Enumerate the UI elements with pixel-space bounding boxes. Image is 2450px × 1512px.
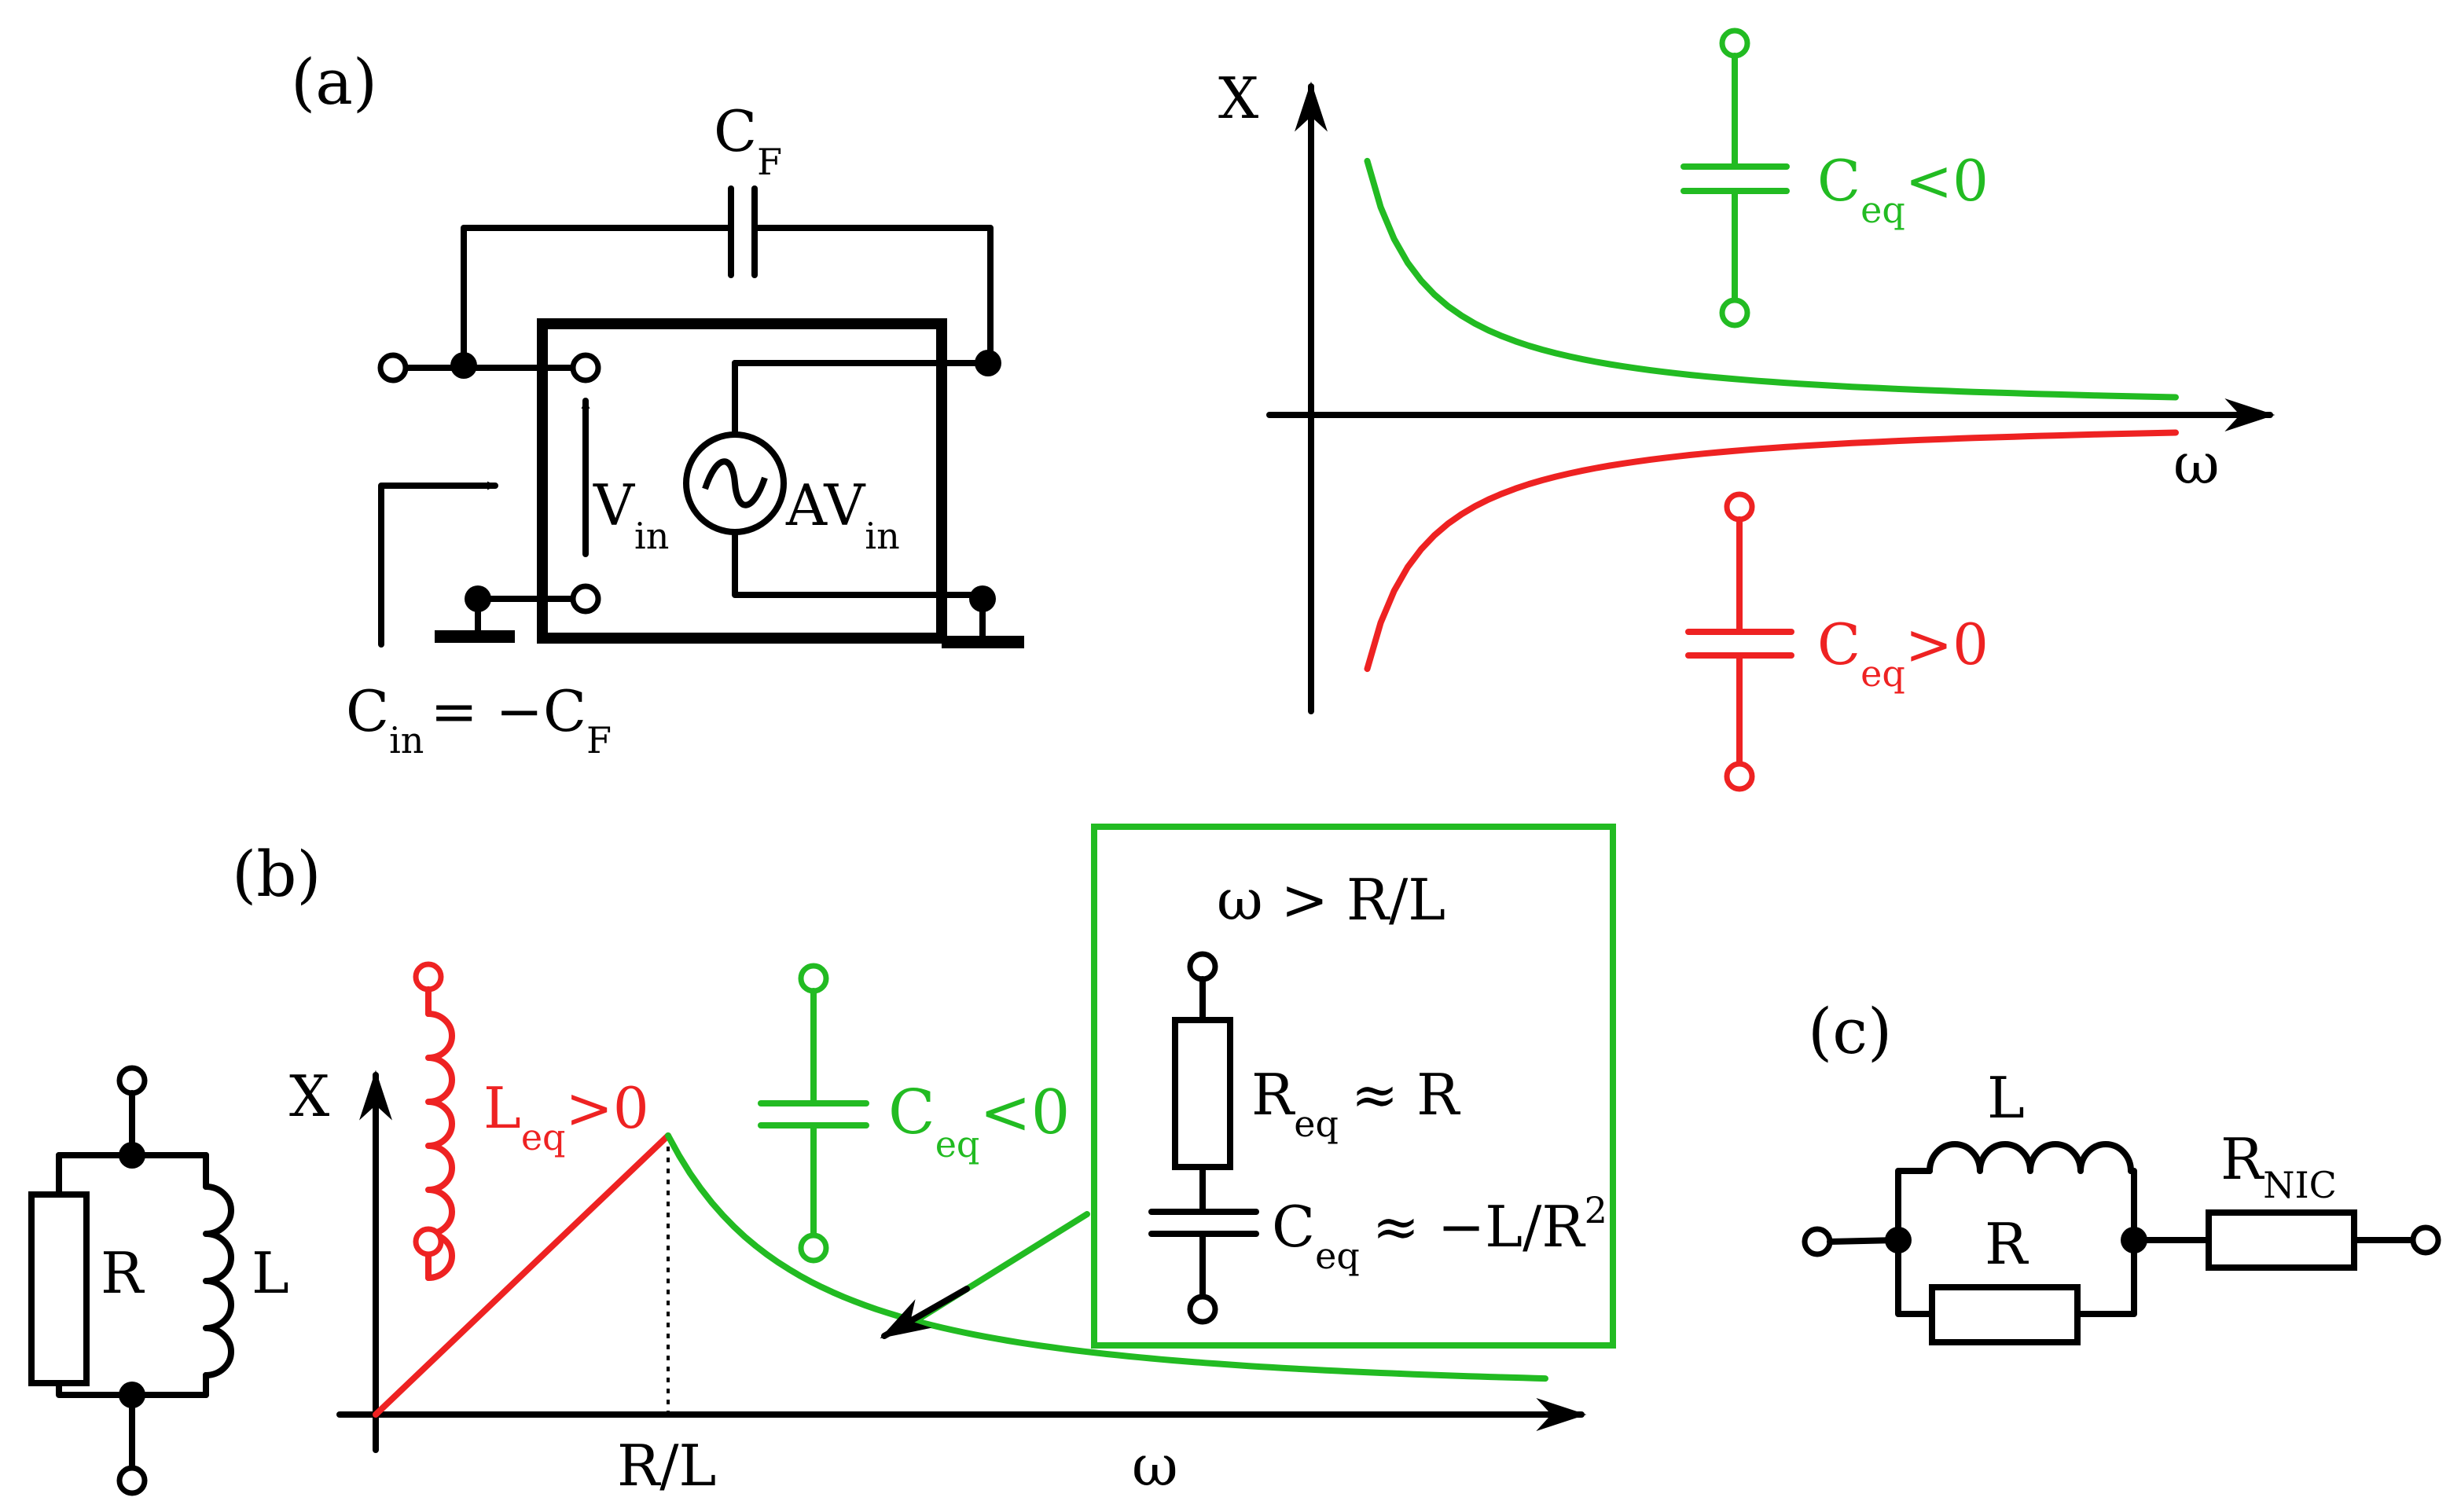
red-inductor-symbol xyxy=(413,961,455,1281)
input-terminal xyxy=(377,352,409,384)
inset-resistor xyxy=(1172,1017,1233,1170)
c-nic-resistor xyxy=(2206,1209,2357,1271)
amp-input-plus xyxy=(570,352,601,384)
red-capacitor-symbol xyxy=(1685,491,1794,792)
inset-condition: ω > R/L xyxy=(1217,867,1445,933)
plot-a-red-label: Ceq>0 xyxy=(1817,611,1989,695)
panel-label-c: (c) xyxy=(1808,995,1892,1068)
c-resistor-label: R xyxy=(1985,1211,2029,1277)
cf-label: CF xyxy=(714,98,782,183)
panel-a-circuit: CF Vin AVin xyxy=(346,98,1024,762)
green-capacitor-b-symbol xyxy=(758,963,869,1264)
b-inductor-label: L xyxy=(252,1240,289,1306)
inset-ceq-label: Ceq≈ −L/R2 xyxy=(1272,1189,1607,1277)
resistor-r xyxy=(28,1191,90,1386)
c-inductor xyxy=(1927,1141,2134,1174)
c-resistor xyxy=(1929,1284,2081,1345)
panel-label-b: (b) xyxy=(232,838,321,911)
amp-input-minus xyxy=(570,583,601,615)
plot-b-leq-label: Leq>0 xyxy=(483,1075,649,1158)
green-capacitor-symbol xyxy=(1680,28,1790,328)
cin-label: Cin= −CF xyxy=(346,678,612,762)
plot-b-ceq-label: Ceq<0 xyxy=(888,1077,1070,1165)
inset-pointer-arrow xyxy=(880,1286,970,1339)
c-inductor-label: L xyxy=(1987,1065,2025,1131)
plot-b-y-label: X xyxy=(289,1063,329,1129)
panel-label-a: (a) xyxy=(291,46,377,119)
av-label: AVin xyxy=(785,472,900,557)
inset-req-label: Req≈ R xyxy=(1251,1062,1460,1145)
panel-b-plot: X ω R/L Leq>0 Ceq<0 xyxy=(289,961,1587,1499)
junction-dot xyxy=(450,352,477,379)
plot-a-green-label: Ceq<0 xyxy=(1817,148,1989,231)
panel-a-plot: X ω Ceq<0 Ceq>0 xyxy=(1218,28,2276,792)
plot-b-x-tick: R/L xyxy=(617,1433,716,1499)
vin-label: Vin xyxy=(593,472,669,557)
plot-b-inductive-rise xyxy=(373,1132,671,1418)
panel-b-inset: ω > R/L Req≈ R Ceq≈ −L/R2 xyxy=(1091,824,1616,1349)
plot-b-capacitive-decay xyxy=(665,1132,1548,1382)
panel-b-parallel-rl: R L xyxy=(28,1065,289,1496)
plot-a-curve-positive-capacitance xyxy=(1364,429,2179,673)
amplifier-box xyxy=(537,318,947,644)
plot-a-curve-negative-capacitance xyxy=(1364,157,2179,401)
output-junction-dot xyxy=(975,350,1001,376)
c-nic-label: RNIC xyxy=(2220,1126,2337,1206)
plot-a-x-label: ω xyxy=(2173,431,2220,497)
ac-source-tilde xyxy=(702,458,768,508)
plot-a-y-label: X xyxy=(1218,65,1258,131)
cin-arrow xyxy=(378,481,498,648)
b-resistor-label: R xyxy=(101,1240,145,1306)
inductor-l xyxy=(203,1184,234,1378)
panel-c-circuit: L R RNIC xyxy=(1802,1065,2441,1345)
plot-b-x-label: ω xyxy=(1132,1433,1178,1499)
